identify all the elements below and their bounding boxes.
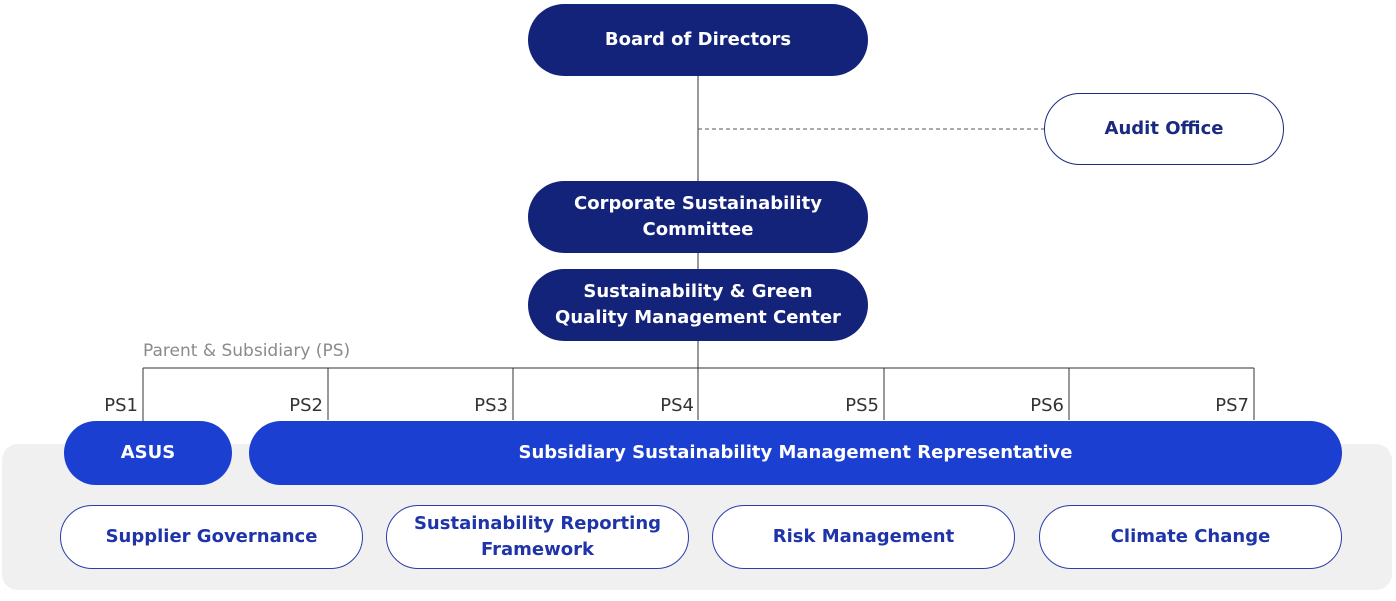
board-of-directors-box: Board of Directors [528, 4, 868, 76]
ps4-label: PS4 [660, 395, 694, 416]
ps6-label: PS6 [1030, 395, 1064, 416]
area-reporting-framework: Sustainability Reporting Framework [386, 505, 689, 569]
area-climate-change: Climate Change [1039, 505, 1342, 569]
asus-box: ASUS [64, 421, 232, 485]
ps1-label: PS1 [104, 395, 138, 416]
sustainability-committee-label: Corporate Sustainability Committee [574, 193, 822, 240]
audit-office-box: Audit Office [1044, 93, 1284, 165]
audit-office-label: Audit Office [1104, 118, 1224, 139]
ps7-label: PS7 [1215, 395, 1249, 416]
area-climate-change-label: Climate Change [1110, 526, 1271, 547]
area-supplier-governance: Supplier Governance [60, 505, 363, 569]
area-risk-management-label: Risk Management [772, 526, 955, 547]
area-reporting-framework-label: Sustainability Reporting Framework [413, 513, 662, 560]
green-quality-center-label: Sustainability & Green Quality Managemen… [555, 281, 841, 328]
green-quality-center-box: Sustainability & Green Quality Managemen… [528, 269, 868, 341]
representative-label: Subsidiary Sustainability Management Rep… [518, 442, 1073, 463]
board-of-directors-label: Board of Directors [604, 29, 792, 50]
ps5-label: PS5 [845, 395, 879, 416]
ps2-label: PS2 [289, 395, 323, 416]
asus-label: ASUS [120, 442, 176, 463]
ps3-label: PS3 [474, 395, 508, 416]
sustainability-committee-box: Corporate Sustainability Committee [528, 181, 868, 253]
representative-box: Subsidiary Sustainability Management Rep… [249, 421, 1342, 485]
parent-subsidiary-caption: Parent & Subsidiary (PS) [143, 341, 351, 361]
area-supplier-governance-label: Supplier Governance [105, 526, 318, 547]
area-risk-management: Risk Management [712, 505, 1015, 569]
